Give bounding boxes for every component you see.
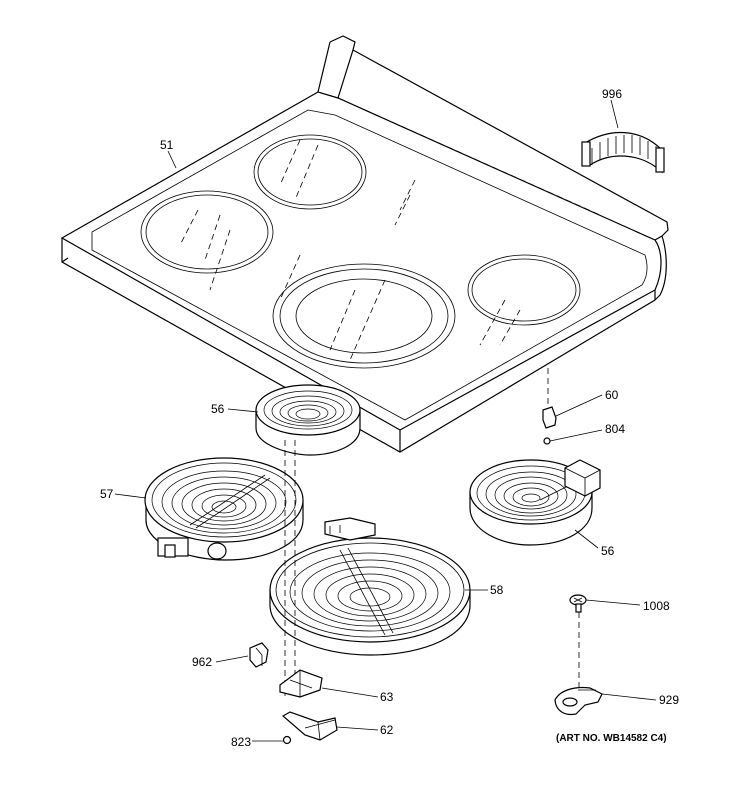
- leader-51: [167, 150, 177, 169]
- leader-804: [549, 429, 603, 442]
- callout-51: 51: [160, 138, 174, 152]
- callout-57: 57: [100, 487, 114, 501]
- leader-60: [555, 394, 603, 417]
- callout-60: 60: [605, 388, 619, 402]
- clip-962-part: [249, 642, 269, 668]
- callout-62: 62: [380, 723, 394, 737]
- leader-63: [321, 687, 379, 698]
- leader-56b: [574, 529, 599, 549]
- leader-1008: [585, 599, 641, 606]
- screw-823-part: [282, 735, 292, 745]
- bracket-63-part: [279, 669, 323, 698]
- surface-element-small-right: [469, 459, 601, 546]
- cooktop-glass-part: [60, 35, 669, 453]
- bracket-60-part: [542, 406, 557, 429]
- harness-clip-part: [581, 132, 665, 174]
- callout-63: 63: [380, 690, 394, 704]
- leader-962: [215, 655, 249, 663]
- leader-62: [336, 726, 379, 731]
- leader-929: [601, 693, 657, 701]
- bracket-929-part: [554, 686, 603, 716]
- callout-58: 58: [490, 583, 504, 597]
- bracket-62-part: [281, 711, 338, 741]
- callout-804: 804: [605, 422, 626, 436]
- leader-996: [610, 99, 619, 129]
- callout-929: 929: [659, 693, 680, 707]
- surface-element-57: [144, 457, 304, 561]
- leader-56a: [227, 408, 259, 413]
- callout-996: 996: [602, 87, 623, 101]
- surface-element-58: [269, 517, 471, 656]
- callout-962: 962: [192, 655, 213, 669]
- surface-element-small-rear: [255, 384, 361, 456]
- leader-57: [114, 493, 147, 499]
- callout-56-right: 56: [601, 544, 615, 558]
- screw-804-part: [543, 437, 551, 445]
- callout-823: 823: [231, 735, 252, 749]
- art-number: (ART NO. WB14582 C4): [556, 733, 667, 744]
- callout-1008: 1008: [643, 599, 670, 613]
- callout-56-rear: 56: [211, 402, 225, 416]
- screw-1008-part: [569, 594, 587, 613]
